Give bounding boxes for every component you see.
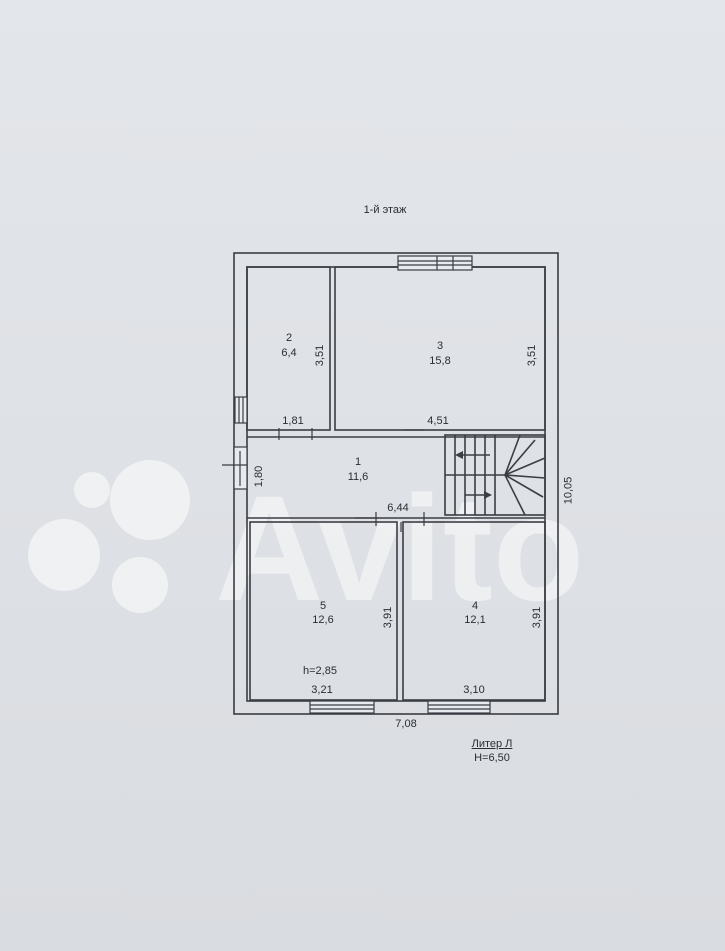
window-bottom-right bbox=[427, 700, 491, 714]
room-5-area: 12,6 bbox=[312, 614, 334, 626]
entrance-door bbox=[222, 446, 248, 490]
dim-room3-height: 3,51 bbox=[526, 344, 539, 367]
stair-arrow-left-icon bbox=[455, 451, 463, 459]
dim-total-width: 7,08 bbox=[395, 718, 417, 730]
staircase bbox=[444, 434, 546, 516]
ceiling-height: h=2,85 bbox=[303, 665, 337, 677]
dim-room1-width: 6,44 bbox=[387, 502, 409, 514]
floor-title: 1-й этаж bbox=[363, 204, 407, 216]
room-4-area: 12,1 bbox=[464, 614, 486, 626]
room-5-outline bbox=[249, 521, 398, 701]
watermark-text: Avito bbox=[215, 464, 584, 632]
window-top bbox=[397, 255, 473, 271]
room-3-number: 3 bbox=[436, 340, 444, 352]
dim-room4-width: 3,10 bbox=[463, 684, 485, 696]
room-4-number: 4 bbox=[471, 600, 479, 612]
door-ticks bbox=[278, 428, 425, 532]
dim-room5-height: 3,91 bbox=[382, 606, 395, 629]
room-2-outline bbox=[246, 266, 331, 431]
room-3-area: 15,8 bbox=[429, 355, 451, 367]
room-5-number: 5 bbox=[319, 600, 327, 612]
window-bottom-left bbox=[309, 700, 375, 714]
room-1-area: 11,6 bbox=[347, 471, 369, 483]
dim-room2-width: 1,81 bbox=[282, 415, 304, 427]
stair-arrow-right-icon bbox=[484, 491, 492, 499]
room-2-area: 6,4 bbox=[281, 347, 297, 359]
dim-room1-height: 1,80 bbox=[253, 465, 266, 488]
room-4-outline bbox=[402, 521, 546, 701]
room-2-number: 2 bbox=[285, 332, 293, 344]
room-1-number: 1 bbox=[354, 456, 362, 468]
window-left bbox=[234, 396, 248, 424]
dim-room3-width: 4,51 bbox=[427, 415, 449, 427]
liter-height: H=6,50 bbox=[474, 752, 510, 764]
dim-total-height: 10,05 bbox=[562, 476, 575, 505]
liter-name: Литер Л bbox=[471, 738, 513, 750]
dim-room4-height: 3,91 bbox=[531, 606, 544, 629]
dim-room5-width: 3,21 bbox=[311, 684, 333, 696]
dim-room2-height: 3,51 bbox=[314, 344, 327, 367]
